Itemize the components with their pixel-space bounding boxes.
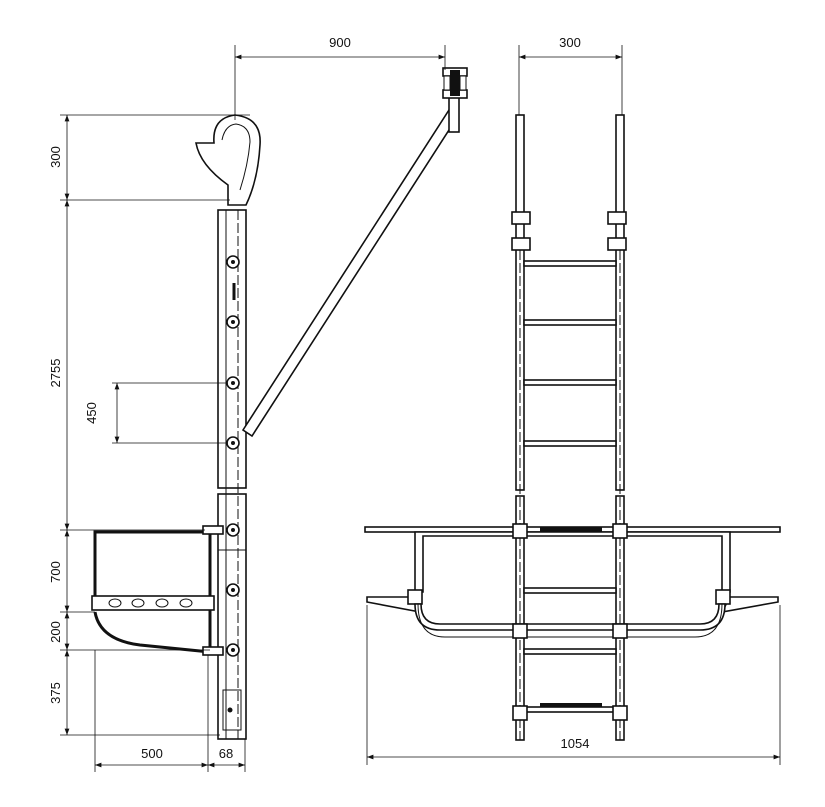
- side-view: 900 300 2755 450 700 200 375 500 68: [48, 35, 468, 772]
- diagonal-strut: [241, 67, 468, 438]
- dim-strut-reach: 900: [329, 35, 351, 50]
- front-view: 300 1054: [364, 35, 781, 765]
- dim-cage-depth: 500: [141, 746, 163, 761]
- dimension-lines-front: [366, 45, 781, 765]
- front-platform: [364, 526, 781, 713]
- ladder-rungs: [523, 260, 617, 655]
- mounting-brackets: [226, 255, 240, 657]
- dim-hook-height: 300: [48, 146, 63, 168]
- dim-ladder-width: 300: [559, 35, 581, 50]
- dim-cage-height: 700: [48, 561, 63, 583]
- dim-cage-step: 200: [48, 621, 63, 643]
- top-clamps: [511, 211, 627, 251]
- rung-joints: [512, 523, 628, 721]
- roof-hook: [195, 114, 261, 206]
- dim-platform-width: 1054: [561, 736, 590, 751]
- ladder-rails-front: [515, 114, 625, 741]
- side-platform-cage: [91, 525, 224, 656]
- ladder-rail-side: [217, 209, 247, 740]
- dim-ladder-height: 2755: [48, 359, 63, 388]
- dim-bottom-height: 375: [48, 682, 63, 704]
- dim-rail-depth: 68: [219, 746, 233, 761]
- dimension-lines-side: [60, 45, 446, 772]
- dim-bracket-spacing: 450: [84, 402, 99, 424]
